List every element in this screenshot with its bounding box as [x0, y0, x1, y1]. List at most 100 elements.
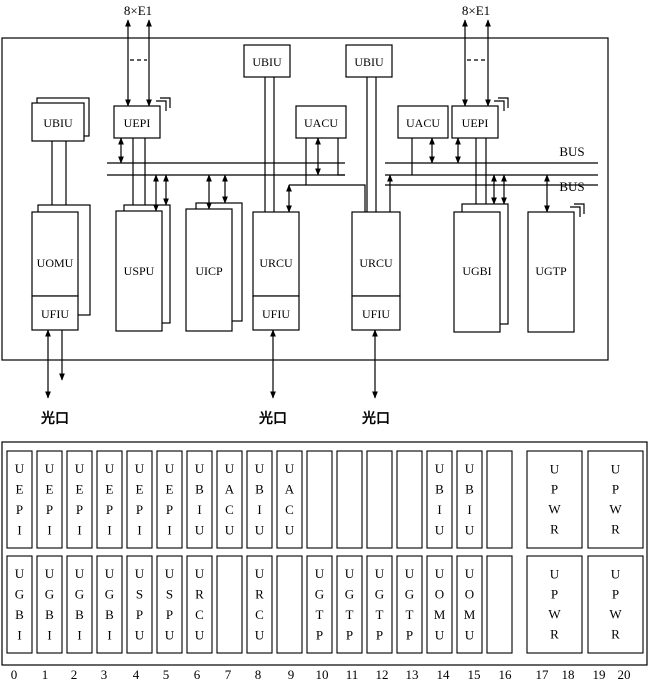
- rack-slot-letter: B: [105, 607, 114, 622]
- rack-slot-top-4: [126, 450, 153, 549]
- optical-port-label-1: 光口: [40, 410, 69, 427]
- ugbi-label: UGBI: [462, 264, 491, 278]
- slot-number-7: 7: [225, 667, 232, 682]
- slot-number-9: 9: [288, 667, 295, 682]
- rack-slot-letter: C: [195, 607, 204, 622]
- rack-slot-letter: E: [76, 481, 84, 496]
- ufiu-left-label: UFIU: [41, 307, 69, 321]
- rack-slot-bottom-10: [306, 555, 333, 654]
- ugbi-box: [453, 211, 501, 333]
- rack-slot-letter: P: [106, 502, 113, 517]
- rack-slot-letter: U: [135, 461, 145, 476]
- rack-slot-letter: A: [285, 481, 295, 496]
- rack-slot-top-8: [246, 450, 273, 549]
- rack-slot-letter: U: [435, 627, 445, 642]
- rack-slot-letter: G: [375, 586, 384, 601]
- rack-slot-letter: U: [435, 522, 445, 537]
- rack-slot-letter: P: [166, 607, 173, 622]
- rack-slot-letter: U: [195, 461, 205, 476]
- rack-slot-top-12: [366, 450, 393, 549]
- rack-slot-top-5: [156, 450, 183, 549]
- rack-slot-letter: U: [15, 461, 25, 476]
- rack-slot-letter: E: [46, 481, 54, 496]
- rack-slot-letter: P: [376, 627, 383, 642]
- rack-slot-letter: I: [137, 522, 141, 537]
- rack-slot-top-3: [96, 450, 123, 549]
- rack-slot-letter: U: [255, 461, 265, 476]
- rack-slot-top-2: [66, 450, 93, 549]
- rack-slot-letter: I: [107, 627, 111, 642]
- ubiu-left-box: [31, 102, 85, 142]
- slot-number-19: 19: [593, 667, 606, 682]
- rack-slot-bottom-17: [526, 555, 583, 654]
- rack-slot-letter: W: [548, 607, 561, 622]
- rack-slot-letter: B: [435, 481, 444, 496]
- slot-number-3: 3: [101, 667, 108, 682]
- rack-slot-letter: C: [225, 502, 234, 517]
- rack-slot-letter: U: [255, 627, 265, 642]
- optical-port-label-3: 光口: [361, 410, 390, 427]
- rack-slot-letter: O: [435, 586, 444, 601]
- rack-slot-letter: U: [195, 627, 205, 642]
- slot-number-4: 4: [133, 667, 140, 682]
- slot-number-18: 18: [562, 667, 575, 682]
- ufiu-mid-box: [252, 295, 300, 331]
- rack-slot-letter: U: [105, 461, 115, 476]
- slot-number-11: 11: [346, 667, 359, 682]
- rack-slot-letter: W: [609, 607, 622, 622]
- bus-label-1: BUS: [559, 144, 584, 159]
- rack-slot-letter: P: [46, 502, 53, 517]
- rack-slot-letter: I: [257, 502, 261, 517]
- rack-slot-letter: P: [76, 502, 83, 517]
- rack-slot-bottom-1: [36, 555, 63, 654]
- rack-slot-letter: G: [45, 586, 54, 601]
- rack-slot-letter: S: [136, 586, 143, 601]
- rack-slot-bottom-2: [66, 555, 93, 654]
- rack-slot-bottom-6: [186, 555, 213, 654]
- rack-slot-bottom-4: [126, 555, 153, 654]
- rack-slot-letter: R: [550, 522, 559, 537]
- rack-slot-top-6: [186, 450, 213, 549]
- slot-number-15: 15: [468, 667, 481, 682]
- rack-slot-letter: B: [465, 481, 474, 496]
- rack-slot-top-18: [587, 450, 644, 549]
- rack-slot-top-11: [336, 450, 363, 549]
- rack-slot-letter: E: [166, 481, 174, 496]
- rack-slot-letter: I: [467, 502, 471, 517]
- rack-slot-letter: I: [107, 522, 111, 537]
- rack-slot-letter: O: [465, 586, 474, 601]
- rack-slot-bottom-0: [6, 555, 33, 654]
- ugtp-label: UGTP: [535, 264, 567, 278]
- rack-slot-letter: P: [406, 627, 413, 642]
- rack-slot-letter: B: [195, 481, 204, 496]
- rack-slot-letter: U: [15, 566, 25, 581]
- rack-slot-letter: U: [611, 462, 621, 477]
- rack-slot-letter: B: [255, 481, 264, 496]
- rack-slot-letter: C: [285, 502, 294, 517]
- rack-slot-letter: P: [166, 502, 173, 517]
- rack-slot-top-1: [36, 450, 63, 549]
- rack-slot-letter: I: [437, 502, 441, 517]
- rack-slot-letter: I: [47, 627, 51, 642]
- uomu-box: [31, 211, 79, 297]
- rack-slot-letter: U: [550, 462, 560, 477]
- rack-slot-letter: U: [225, 522, 235, 537]
- rack-slot-letter: W: [548, 502, 561, 517]
- rack-slot-letter: U: [465, 627, 475, 642]
- rack-slot-letter: U: [195, 522, 205, 537]
- rack-slot-top-10: [306, 450, 333, 549]
- rack-slot-letter: I: [77, 522, 81, 537]
- rack-slot-bottom-3: [96, 555, 123, 654]
- slot-number-6: 6: [194, 667, 201, 682]
- rack-slot-letter: U: [315, 566, 325, 581]
- rack-slot-letter: B: [45, 607, 54, 622]
- rack-slot-top-14: [426, 450, 453, 549]
- rack-slot-letter: U: [611, 567, 621, 582]
- rack-slot-letter: R: [255, 586, 264, 601]
- rack-slot-bottom-18: [587, 555, 644, 654]
- rack-slot-letter: I: [167, 522, 171, 537]
- rack-slot-letter: A: [225, 481, 235, 496]
- uomu-label: UOMU: [37, 256, 74, 270]
- slot-number-12: 12: [376, 667, 389, 682]
- rack-slot-letter: P: [136, 502, 143, 517]
